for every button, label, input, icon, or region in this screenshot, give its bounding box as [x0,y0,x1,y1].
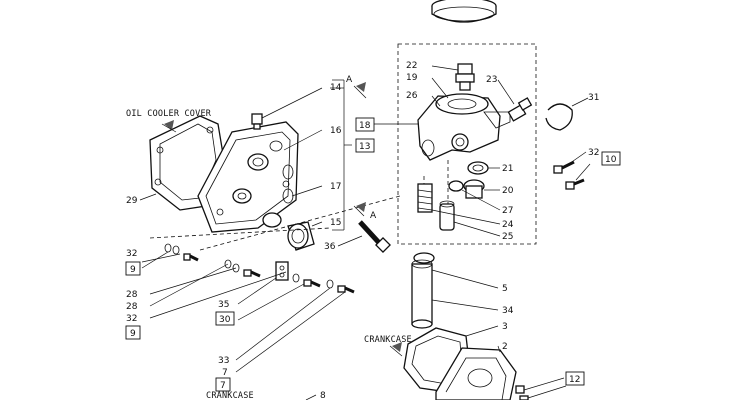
filter-plug [287,221,315,251]
callout-16: 16 [330,126,342,136]
callout-23: 23 [486,75,497,85]
fitting-22 [455,63,475,91]
ref-box-13: 13 [355,138,375,153]
callout-25: 25 [502,232,513,242]
callout-2: 2 [502,342,508,352]
plug-14 [251,113,263,130]
callout-32-right: 32 [588,148,599,158]
arrow-label-a-top: A [346,75,353,85]
callout-26: 26 [406,91,418,101]
callout-5: 5 [502,284,508,294]
callout-20: 20 [502,186,514,196]
callout-34: 34 [502,306,514,316]
arrow-flag-a-top [353,82,367,99]
svg-text:12: 12 [569,375,580,385]
arrow-flag-a-mid [353,202,366,217]
callout-7: 7 [222,368,228,378]
callout-29: 29 [126,196,138,206]
ring-27 [448,180,464,192]
arrow-label-a-mid: A [370,211,377,221]
ref-box-18: 18 [355,117,375,132]
ref-box-30: 30 [215,311,235,326]
filter-cap [431,0,497,23]
callout-33: 33 [218,356,229,366]
svg-text:13: 13 [359,142,370,152]
valve-housing [417,93,511,161]
leader-lines [139,65,591,400]
callout-24: 24 [502,220,514,230]
caption-crankcase-bottom: CRANKCASE [206,391,254,400]
ref-box-7: 7 [215,377,231,392]
arrow-flag-oil-cooler [161,120,177,133]
svg-text:7: 7 [220,381,226,391]
svg-text:18: 18 [359,121,371,131]
oil-cooler-cover [197,121,299,233]
svg-text:9: 9 [130,265,136,275]
arrow-flag-crankcase [389,342,403,357]
callout-21: 21 [502,164,513,174]
callout-8: 8 [320,391,326,400]
svg-text:10: 10 [605,155,617,165]
callout-14: 14 [330,83,342,93]
crankcase-cover [435,347,517,400]
callout-19: 19 [406,73,418,83]
callout-32-lower: 32 [126,314,137,324]
clip-31 [545,103,573,131]
callout-32-left: 32 [126,249,137,259]
callout-36: 36 [324,242,336,252]
piston-25 [439,200,455,231]
bolt-36 [358,220,391,253]
callout-27: 27 [502,206,513,216]
svg-text:30: 30 [219,315,231,325]
callout-28-b: 28 [126,302,138,312]
section-bracket [330,79,352,231]
sensor-23 [507,97,533,122]
caption-crankcase-right: CRANKCASE [364,335,412,345]
washer-21 [467,161,489,175]
construction-lines [149,160,449,251]
ref-box-10: 10 [601,151,621,166]
callout-35: 35 [218,300,229,310]
left-fasteners [164,243,355,294]
seal-ring-15 [262,212,282,228]
plug-20 [463,179,485,199]
spring-24 [417,183,433,213]
callout-28-a: 28 [126,290,138,300]
caption-oil-cooler-cover: OIL COOLER COVER [126,109,212,119]
bolts-12 [515,385,529,400]
callout-22: 22 [406,61,417,71]
callout-15: 15 [330,218,341,228]
ref-box-9-lower: 9 [125,325,141,340]
callout-17: 17 [330,182,341,192]
ref-box-9-upper: 9 [125,261,141,276]
ref-box-12: 12 [565,371,585,386]
callout-3: 3 [502,322,508,332]
o-ring-17a [282,164,294,180]
svg-text:9: 9 [130,329,136,339]
housing-group-box [397,43,537,245]
tube-34 [411,252,435,329]
callout-31: 31 [588,93,599,103]
